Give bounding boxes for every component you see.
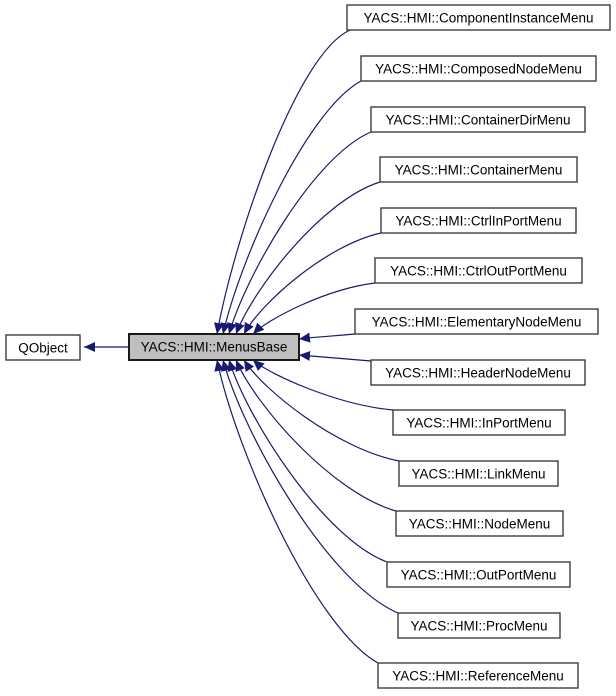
edge-componentinstancemenu [214, 29, 351, 335]
node-label: YACS::HMI::ComposedNodeMenu [375, 62, 582, 77]
node-inportmenu[interactable]: YACS::HMI::InPortMenu [392, 409, 566, 436]
edge-outportmenu [227, 359, 388, 563]
node-label: YACS::HMI::ComponentInstanceMenu [363, 11, 593, 26]
edge-headernodemenu [298, 351, 372, 362]
node-label: YACS::HMI::CtrlOutPortMenu [390, 264, 567, 279]
node-referencemenu[interactable]: YACS::HMI::ReferenceMenu [377, 662, 579, 689]
node-box [395, 510, 564, 537]
node-box [397, 612, 561, 639]
node-composednodemenu[interactable]: YACS::HMI::ComposedNodeMenu [360, 55, 597, 82]
node-label: YACS::HMI::MenusBase [141, 340, 288, 355]
edge-ctrlinportmenu [243, 232, 382, 335]
node-label: YACS::HMI::InPortMenu [406, 416, 551, 431]
node-label: YACS::HMI::ContainerMenu [395, 163, 563, 178]
node-label: YACS::HMI::HeaderNodeMenu [385, 366, 571, 381]
edge-procmenu [221, 359, 399, 614]
edge-inportmenu [252, 359, 394, 411]
node-box [370, 106, 586, 133]
node-nodemenu[interactable]: YACS::HMI::NodeMenu [395, 510, 564, 537]
node-box [386, 561, 571, 588]
node-containermenu[interactable]: YACS::HMI::ContainerMenu [379, 156, 578, 183]
edge-linkmenu [243, 359, 400, 462]
node-box [374, 257, 583, 284]
node-qobject[interactable]: QObject [5, 334, 81, 361]
node-box [377, 662, 579, 689]
node-label: YACS::HMI::ContainerDirMenu [385, 113, 570, 128]
node-box [380, 207, 577, 234]
node-containerdirmenu[interactable]: YACS::HMI::ContainerDirMenu [370, 106, 586, 133]
edges [84, 29, 400, 664]
node-label: YACS::HMI::NodeMenu [409, 517, 551, 532]
node-label: YACS::HMI::ProcMenu [410, 619, 547, 634]
node-linkmenu[interactable]: YACS::HMI::LinkMenu [398, 460, 559, 487]
edge-containermenu [235, 181, 381, 335]
edge-containerdirmenu [227, 131, 372, 335]
node-outportmenu[interactable]: YACS::HMI::OutPortMenu [386, 561, 571, 588]
node-label: YACS::HMI::ReferenceMenu [392, 669, 564, 684]
node-box [346, 4, 611, 31]
node-label: YACS::HMI::CtrlInPortMenu [395, 214, 561, 229]
node-elementarynodemenu[interactable]: YACS::HMI::ElementaryNodeMenu [354, 308, 599, 335]
node-box [128, 333, 300, 361]
edge-elementarynodemenu [298, 332, 356, 343]
node-componentinstancemenu[interactable]: YACS::HMI::ComponentInstanceMenu [346, 4, 611, 31]
node-ctrloutportmenu[interactable]: YACS::HMI::CtrlOutPortMenu [374, 257, 583, 284]
node-box [392, 409, 566, 436]
node-box [370, 359, 586, 386]
edge-ctrloutportmenu [252, 282, 376, 335]
node-label: YACS::HMI::ElementaryNodeMenu [372, 315, 582, 330]
node-procmenu[interactable]: YACS::HMI::ProcMenu [397, 612, 561, 639]
node-ctrlinportmenu[interactable]: YACS::HMI::CtrlInPortMenu [380, 207, 577, 234]
node-menusbase: YACS::HMI::MenusBase [128, 333, 300, 361]
node-box [379, 156, 578, 183]
node-box [360, 55, 597, 82]
edge-nodemenu [235, 359, 397, 512]
edge-referencemenu [214, 359, 379, 664]
edge-composednodemenu [220, 80, 362, 335]
node-box [354, 308, 599, 335]
node-headernodemenu[interactable]: YACS::HMI::HeaderNodeMenu [370, 359, 586, 386]
node-label: QObject [18, 341, 68, 356]
node-box [398, 460, 559, 487]
node-label: YACS::HMI::OutPortMenu [401, 568, 557, 583]
node-label: YACS::HMI::LinkMenu [411, 467, 545, 482]
node-box [5, 334, 81, 361]
